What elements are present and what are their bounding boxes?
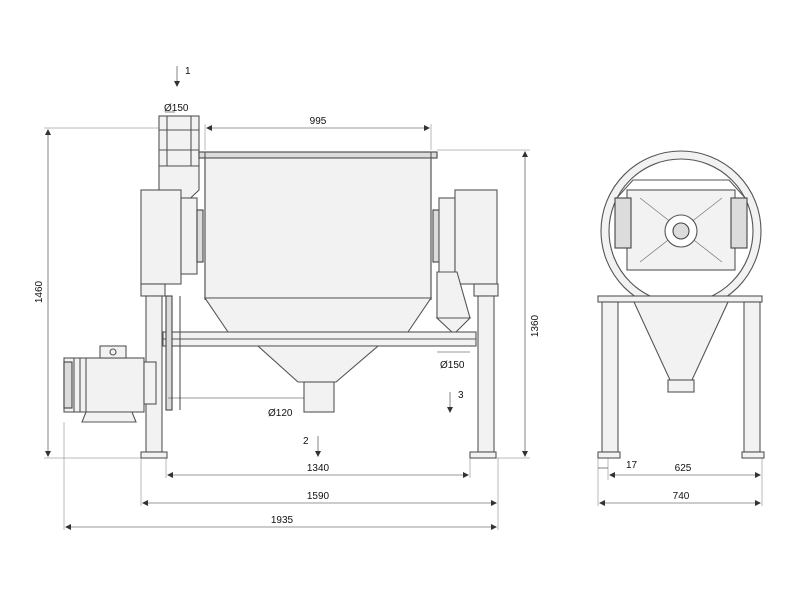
dim-overall-height: 1460 bbox=[34, 280, 45, 303]
motor bbox=[63, 345, 157, 423]
dim-drum-width: 995 bbox=[310, 116, 327, 127]
side-drum bbox=[600, 150, 762, 312]
dim-side-leg-spacing: 625 bbox=[675, 463, 692, 474]
flow-marker-inlet: 1 bbox=[185, 66, 191, 77]
dim-inlet-diameter: Ø150 bbox=[164, 103, 189, 114]
dim-bottom-outlet-diameter: Ø120 bbox=[268, 408, 293, 419]
dim-side-outlet-diameter: Ø150 bbox=[440, 360, 465, 371]
front-view bbox=[63, 115, 499, 459]
bottom-hopper bbox=[256, 345, 380, 413]
left-side-housing bbox=[140, 189, 204, 285]
dim-overall-length: 1935 bbox=[271, 515, 294, 526]
dim-side-leg-offset: 17 bbox=[626, 460, 638, 471]
dimensions bbox=[44, 111, 763, 530]
drum bbox=[198, 151, 438, 333]
dim-frame-length: 1590 bbox=[307, 491, 330, 502]
side-view bbox=[597, 150, 765, 459]
flow-marker-side-outlet: 3 bbox=[458, 390, 464, 401]
side-frame bbox=[597, 295, 765, 459]
dim-side-overall-width: 740 bbox=[673, 491, 690, 502]
side-hopper bbox=[633, 301, 729, 393]
dim-frame-height: 1360 bbox=[530, 314, 541, 337]
flow-arrows bbox=[174, 66, 453, 457]
right-side-housing bbox=[432, 189, 498, 285]
right-leg bbox=[469, 283, 499, 459]
flow-marker-bottom-outlet: 2 bbox=[303, 436, 309, 447]
dim-leg-spacing: 1340 bbox=[307, 463, 330, 474]
frame-beam bbox=[162, 331, 477, 347]
